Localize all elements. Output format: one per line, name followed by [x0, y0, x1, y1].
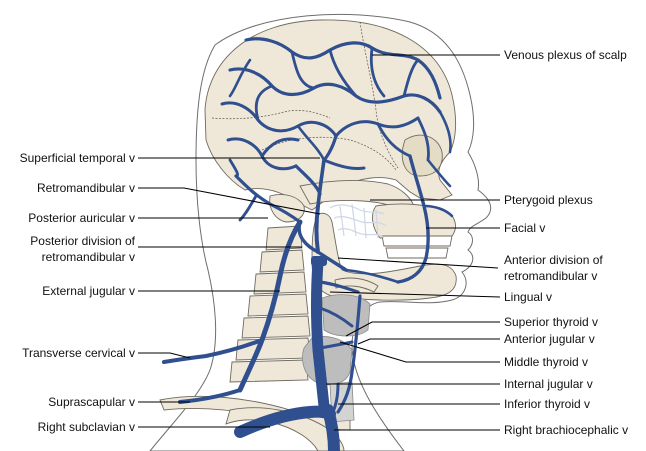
- lambdoid-suture: [211, 110, 331, 120]
- thyroid-cartilage: [321, 294, 371, 337]
- label-anterior-division-line1: Anterior division of: [504, 253, 603, 267]
- external-jugular-vein: [237, 219, 303, 393]
- leader-lingual: [329, 291, 501, 298]
- zygomatic-arch: [299, 179, 415, 209]
- labels-left: Superficial temporal v Retromandibular v…: [20, 151, 136, 434]
- label-internal-jugular: Internal jugular v: [504, 377, 593, 391]
- label-middle-thyroid: Middle thyroid v: [504, 355, 588, 369]
- label-right-brachiocephalic: Right brachiocephalic v: [504, 423, 628, 437]
- leader-transverse-cervical: [138, 352, 191, 359]
- middle-thyroid-vein: [318, 340, 354, 350]
- label-posterior-auricular: Posterior auricular v: [28, 211, 135, 225]
- label-venous-plexus-scalp: Venous plexus of scalp: [504, 48, 627, 62]
- label-superficial-temporal: Superficial temporal v: [20, 151, 135, 165]
- label-right-subclavian: Right subclavian v: [38, 420, 135, 434]
- label-superior-thyroid: Superior thyroid v: [504, 315, 598, 329]
- leader-middle-thyroid: [339, 341, 500, 363]
- label-anterior-jugular: Anterior jugular v: [504, 332, 595, 346]
- label-facial: Facial v: [504, 221, 545, 235]
- internal-jugular-vein: [311, 256, 330, 412]
- leader-retromandibular: [138, 187, 321, 215]
- pterygoid-plexus-mesh: [329, 203, 387, 239]
- labels-right: Venous plexus of scalp Pterygoid plexus …: [504, 48, 628, 437]
- label-retromandibular: Retromandibular v: [37, 181, 135, 195]
- inferior-thyroid-vein: [330, 382, 340, 416]
- coronal-suture: [359, 21, 399, 169]
- leader-anterior-jugular: [357, 338, 500, 345]
- leader-superior-thyroid: [345, 321, 500, 337]
- jugular-bulb: [311, 256, 327, 266]
- label-anterior-division-line2: retromandibular v: [504, 269, 597, 283]
- transverse-cervical-vein: [162, 338, 264, 364]
- label-pterygoid-plexus: Pterygoid plexus: [504, 193, 593, 207]
- upper-teeth: [381, 235, 453, 247]
- label-lingual: Lingual v: [504, 290, 552, 304]
- superficial-temporal-vein: [294, 134, 366, 208]
- suprascapular-vein: [178, 388, 242, 404]
- scalp-venous-plexus: [220, 37, 452, 171]
- squamous-suture: [261, 136, 397, 171]
- lower-teeth: [385, 247, 449, 259]
- anterior-jugular-vein: [336, 294, 362, 414]
- label-posterior-division-line2: retromandibular v: [42, 250, 135, 264]
- leader-lines: [138, 54, 501, 431]
- facial-vein: [344, 154, 454, 284]
- right-brachiocephalic-vein: [322, 404, 340, 451]
- lingual-vein: [318, 280, 360, 294]
- superior-thyroid-vein: [318, 306, 354, 328]
- leader-anterior-division: [337, 257, 499, 269]
- label-posterior-division-line1: Posterior division of: [30, 234, 135, 248]
- label-inferior-thyroid: Inferior thyroid v: [504, 397, 590, 411]
- label-transverse-cervical: Transverse cervical v: [22, 346, 135, 360]
- label-suprascapular: Suprascapular v: [48, 395, 135, 409]
- label-external-jugular: External jugular v: [42, 284, 135, 298]
